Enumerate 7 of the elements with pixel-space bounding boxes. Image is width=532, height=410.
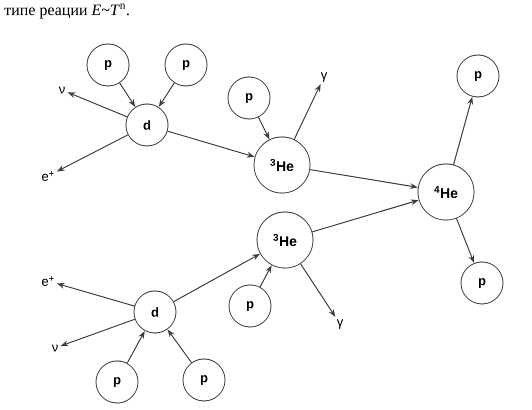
- particle-label: e$^{+}$: [42, 276, 54, 286]
- particle-label: e$^{+}$: [42, 171, 54, 181]
- particle-label: ν: [58, 86, 65, 94]
- heading-text: типе реации E~T$^{n}$.: [4, 4, 129, 18]
- particle-label: γ: [320, 72, 328, 82]
- particle-label: γ: [336, 319, 344, 329]
- particle-label: ν: [52, 344, 58, 352]
